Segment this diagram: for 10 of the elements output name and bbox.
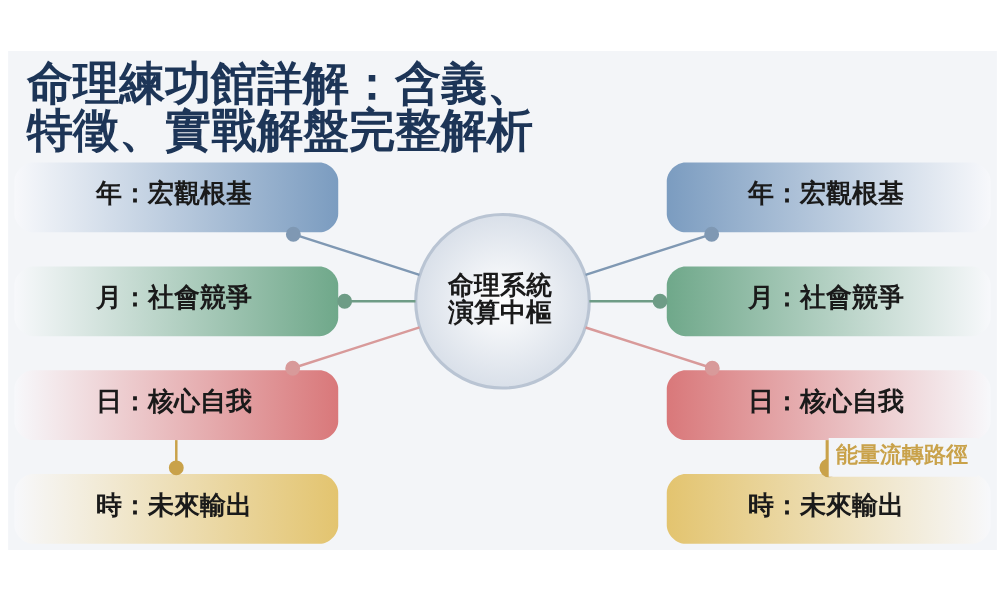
diagram-title: 命理練功館詳解：含義、特徵、實戰解盤完整解析: [26, 55, 533, 157]
node-circle: 命理系統演算中樞: [414, 212, 591, 390]
edge-label: 能量流轉路徑: [836, 441, 969, 467]
connector: [285, 226, 420, 276]
connector: [585, 226, 720, 276]
connector: [337, 293, 416, 309]
connector: [168, 439, 184, 475]
connector: [589, 293, 668, 309]
connector: [585, 325, 720, 376]
connector: [285, 325, 420, 376]
